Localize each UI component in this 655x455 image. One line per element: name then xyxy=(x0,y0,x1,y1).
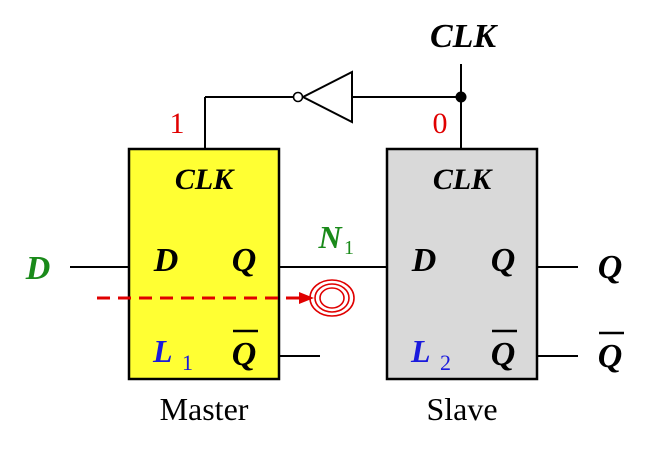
slave-latch-index: 2 xyxy=(440,350,451,375)
master-qbar-pin-label: Q xyxy=(232,336,257,373)
storage-loop-icon xyxy=(309,279,355,317)
clk-input-label: CLK xyxy=(430,18,498,55)
slave-latch-box xyxy=(385,147,539,381)
master-latch-box xyxy=(127,147,281,381)
master-caption: Master xyxy=(160,391,249,427)
n1-node-label: N xyxy=(317,219,343,255)
slave-latch-name: L xyxy=(410,333,431,369)
inverter-triangle xyxy=(300,70,353,124)
master-latch-index: 1 xyxy=(182,350,193,375)
inverter-bubble xyxy=(292,91,304,103)
master-q-pin-label: Q xyxy=(232,242,257,279)
master-latch-name: L xyxy=(152,333,173,369)
master-clk-level: 1 xyxy=(170,107,185,140)
q-output-label: Q xyxy=(598,249,623,286)
slave-clk-pin-label: CLK xyxy=(433,163,493,196)
slave-qbar-pin-label: Q xyxy=(491,336,516,373)
master-d-pin-label: D xyxy=(153,242,179,279)
qbar-output-label: Q xyxy=(598,338,623,375)
data-path-arrowhead xyxy=(299,292,314,304)
master-clk-pin-label: CLK xyxy=(175,163,235,196)
slave-caption: Slave xyxy=(426,391,497,427)
n1-node-index: 1 xyxy=(344,237,354,259)
slave-q-pin-label: Q xyxy=(491,242,516,279)
slave-clk-level: 0 xyxy=(433,107,448,140)
slave-d-pin-label: D xyxy=(411,242,437,279)
d-input-label: D xyxy=(25,250,51,287)
